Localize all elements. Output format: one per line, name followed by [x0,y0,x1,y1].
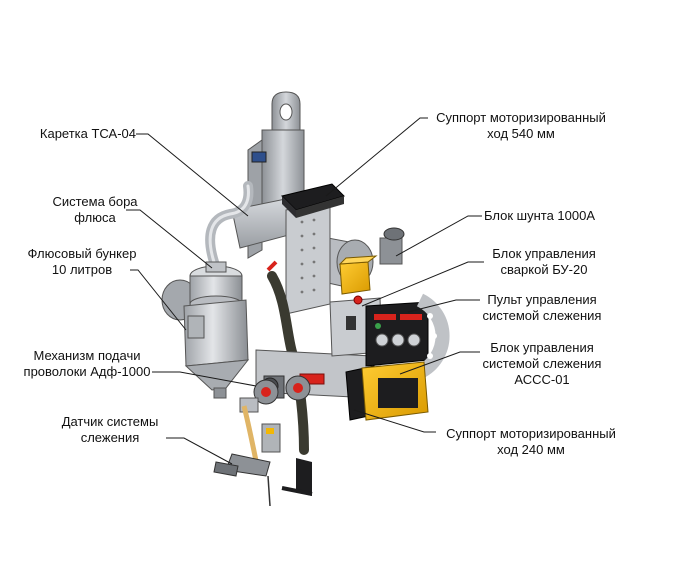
label-assc: Блок управления системой слежения АССС-0… [474,340,610,388]
label-weld-control: Блок управления сваркой БУ-20 [484,246,604,278]
label-support-240: Суппорт моторизированный ход 240 мм [436,426,626,458]
label-flux-bunker: Флюсовый бункер 10 литров [26,246,138,278]
label-flux-bunker-line-2: 10 литров [51,262,113,277]
label-assc-line-2: системой слежения [482,356,602,371]
label-wire-feed: Механизм подачи проволоки Адф-1000 [16,348,158,380]
label-shunt-line: Блок шунта 1000А [484,208,595,223]
leader-tracking-sensor [166,437,233,465]
label-flux-system-line-2: флюса [74,210,116,225]
leader-lines [126,117,484,465]
label-weld-control-line-2: сваркой БУ-20 [500,262,588,277]
label-support-540-line-1: Суппорт моторизированный [436,110,606,125]
label-shunt: Блок шунта 1000А [484,208,595,224]
motorized-support-540 [281,183,345,315]
label-support-240-line-1: Суппорт моторизированный [446,426,616,441]
leader-carriage [136,133,249,217]
shunt-block [338,255,378,295]
leader-weld-control [361,261,484,307]
leader-support-540 [325,117,428,197]
label-flux-system-line-1: Система бора [52,194,138,209]
label-weld-control-line-1: Блок управления [492,246,596,261]
assc-control-block [345,361,429,421]
leader-assc [399,351,480,375]
label-flux-bunker-line-1: Флюсовый бункер [27,246,137,261]
label-carriage-line: Каретка ТСА-04 [39,126,136,141]
label-support-540-line-2: ход 540 мм [487,126,555,141]
label-tracking-sensor: Датчик системы слежения [50,414,170,446]
label-tracking-sensor-line-1: Датчик системы [61,414,159,429]
tracking-sensor [213,423,313,507]
label-tracking-panel-line-2: системой слежения [482,308,602,323]
label-assc-line-3: АССС-01 [514,372,570,387]
label-tracking-panel-line-1: Пульт управления [487,292,597,307]
leader-tracking-panel [407,299,480,313]
tracking-control-panel [365,293,450,379]
leader-wire-feed [152,371,257,387]
label-wire-feed-line-1: Механизм подачи [33,348,141,363]
flux-bunker [161,261,250,399]
leader-flux-system [126,209,213,269]
leader-flux-bunker [130,269,187,331]
label-tracking-panel: Пульт управления системой слежения [474,292,610,324]
label-support-240-line-2: ход 240 мм [497,442,565,457]
label-carriage: Каретка ТСА-04 [40,126,136,142]
label-assc-line-1: Блок управления [490,340,594,355]
flux-system-tube [205,181,254,267]
label-wire-feed-line-2: проволоки Адф-1000 [23,364,151,379]
leader-shunt [395,215,482,257]
leader-support-240 [353,409,436,433]
label-support-540: Суппорт моторизированный ход 540 мм [428,110,614,142]
label-tracking-sensor-line-2: слежения [80,430,140,445]
label-flux-system: Система бора флюса [52,194,138,226]
